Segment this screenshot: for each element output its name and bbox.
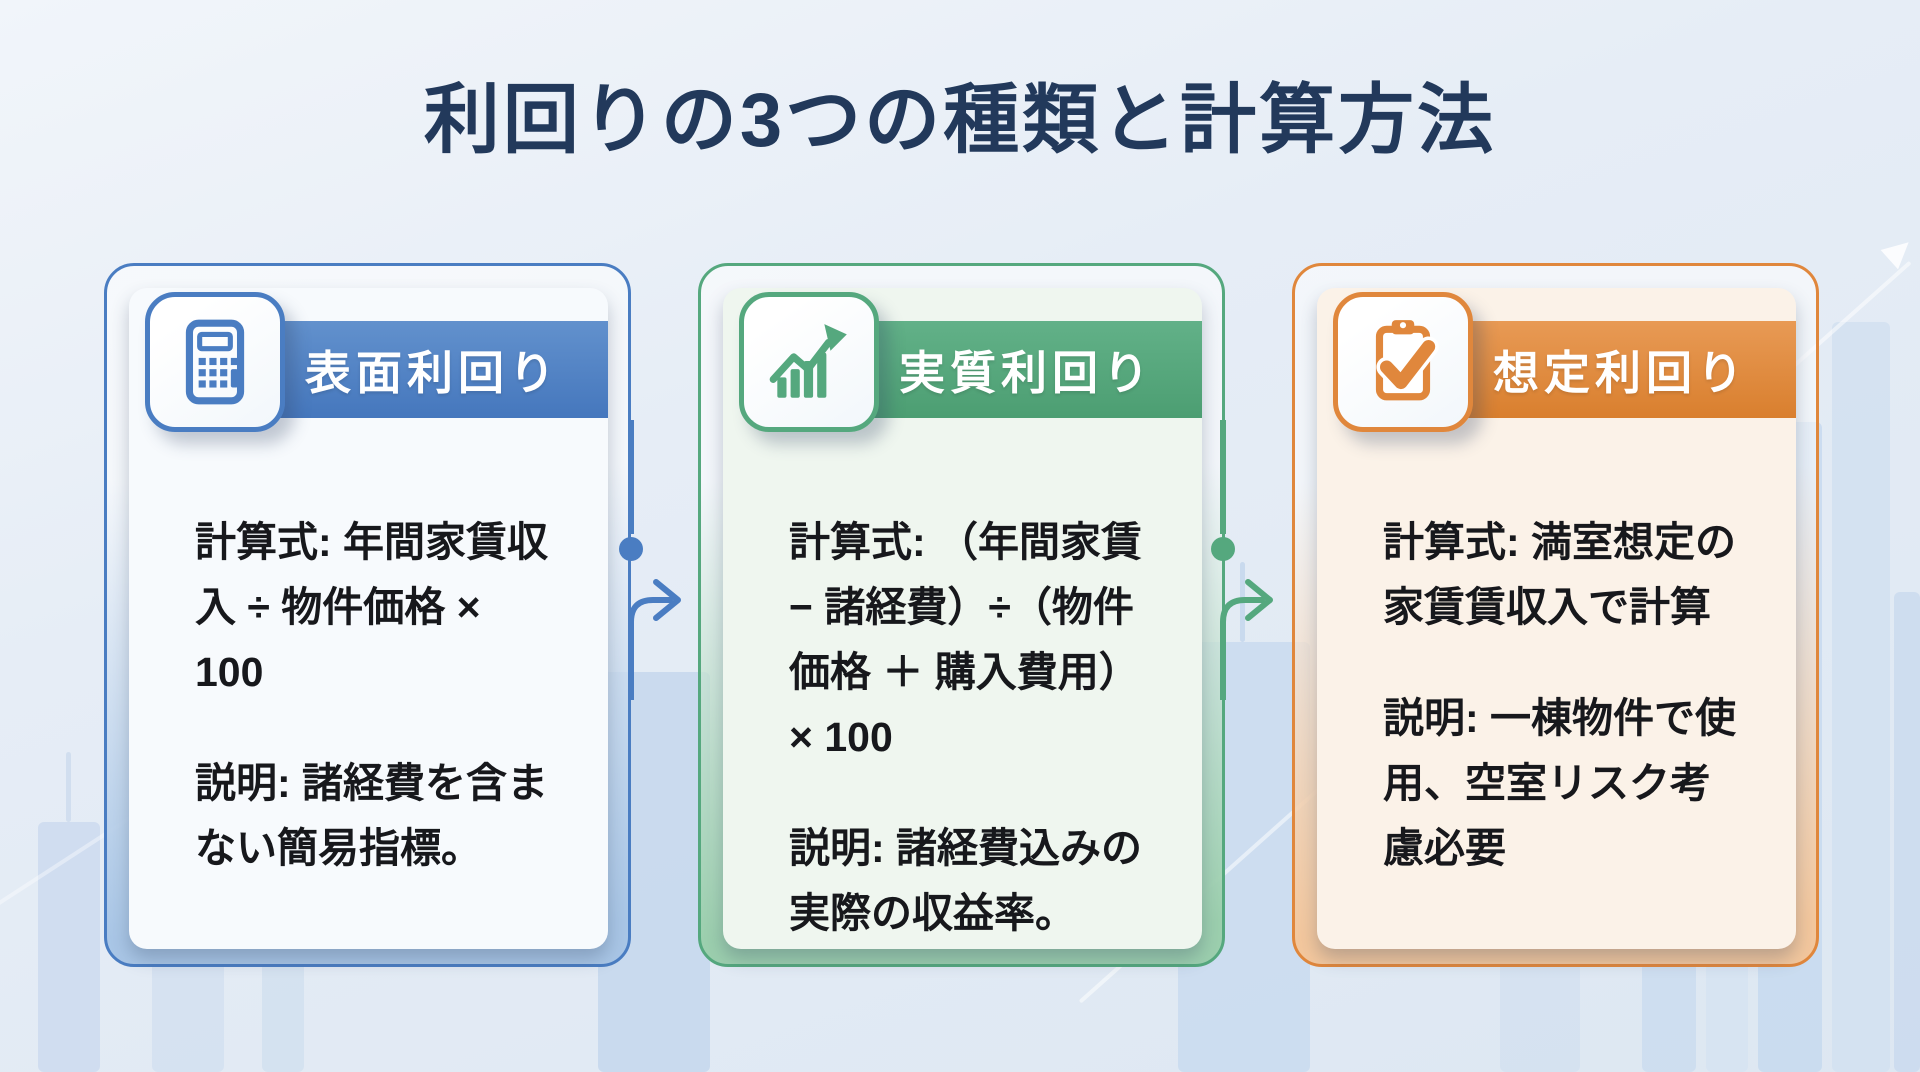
clipboard-check-icon bbox=[1375, 320, 1439, 401]
background-candlestick-bar bbox=[1832, 322, 1890, 1072]
card-icon-box bbox=[145, 292, 285, 432]
background-candlestick-wick bbox=[66, 752, 71, 822]
card-header-band: 実質利回り bbox=[851, 321, 1202, 418]
background-candlestick-bar bbox=[1894, 592, 1920, 1072]
formula-text: 計算式: （年間家賃 − 諸経費）÷（物件価格 ＋ 購入費用）× 100 bbox=[789, 519, 1143, 760]
description-text: 説明: 諸経費込みの実際の収益率。 bbox=[789, 825, 1143, 936]
card-expected-yield: 計算式: 満室想定の家賃賃収入で計算 説明: 一棟物件で使用、空室リスク考慮必要… bbox=[1292, 263, 1819, 967]
connector-dot bbox=[619, 537, 643, 561]
description-text: 説明: 諸経費を含まない簡易指標。 bbox=[195, 760, 549, 871]
card-header-label: 実質利回り bbox=[899, 346, 1154, 399]
card-header-band: 想定利回り bbox=[1445, 321, 1796, 418]
card-icon-box bbox=[739, 292, 879, 432]
connector-arrow-gross-to-net bbox=[619, 420, 681, 700]
background-candlestick-bar bbox=[38, 822, 100, 1072]
formula-text: 計算式: 年間家賃収入 ÷ 物件価格 × 100 bbox=[195, 519, 549, 695]
formula-text: 計算式: 満室想定の家賃賃収入で計算 bbox=[1383, 519, 1737, 630]
background-trend-arrowhead bbox=[1880, 232, 1918, 270]
card-gross-yield: 計算式: 年間家賃収入 ÷ 物件価格 × 100 説明: 諸経費を含まない簡易指… bbox=[104, 263, 631, 967]
page-title: 利回りの3つの種類と計算方法 bbox=[423, 78, 1497, 163]
connector-dot bbox=[1211, 537, 1235, 561]
card-header-band: 表面利回り bbox=[257, 321, 608, 418]
card-icon-box bbox=[1333, 292, 1473, 432]
card-net-yield: 計算式: （年間家賃 − 諸経費）÷（物件価格 ＋ 購入費用）× 100 説明:… bbox=[698, 263, 1225, 967]
card-header-label: 表面利回り bbox=[305, 346, 560, 399]
chart-increase-icon bbox=[769, 324, 847, 398]
connector-arrow-net-to-expected bbox=[1211, 420, 1273, 700]
card-header-label: 想定利回り bbox=[1493, 346, 1748, 399]
description-text: 説明: 一棟物件で使用、空室リスク考慮必要 bbox=[1383, 695, 1737, 871]
calculator-icon bbox=[185, 319, 245, 405]
